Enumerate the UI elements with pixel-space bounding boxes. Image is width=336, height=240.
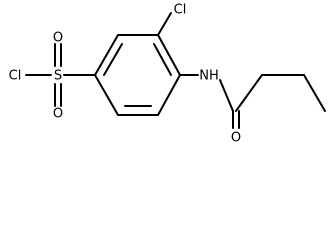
atom-label-oxygen-top: O — [53, 31, 63, 46]
atom-label-cl-sulfonyl: Cl — [9, 69, 22, 84]
bond-ch2-to-ch3 — [303, 74, 326, 112]
atom-label-sulfur: S — [54, 69, 62, 84]
ring-bond-c1-c2 — [94, 34, 119, 76]
atom-label-nh: NH — [199, 69, 219, 84]
atom-label-oxygen-carbonyl: O — [231, 131, 241, 146]
chemical-structure-diagram: Cl S O O Cl NH O — [9, 3, 326, 146]
ring-chlorine-substituent: Cl — [157, 3, 187, 36]
ring-bond-c4-c5 — [157, 74, 181, 116]
ring-double-bond-inner-2 — [153, 43, 172, 76]
bond-nitrogen-to-carbonyl — [219, 79, 234, 112]
atom-label-oxygen-bottom: O — [53, 107, 63, 122]
sulfonyl-chloride-group: Cl S O O — [9, 31, 96, 122]
atom-label-cl-ring: Cl — [174, 3, 187, 18]
bond-ring-to-chlorine — [157, 12, 172, 36]
ring-bond-c3-c4 — [157, 34, 181, 76]
benzene-ring — [94, 34, 181, 116]
ring-double-bond-inner-1 — [103, 43, 123, 76]
ring-bond-c6-c1 — [94, 74, 119, 116]
structure-svg: Cl S O O Cl NH O — [9, 3, 326, 146]
butanamide-chain: NH O — [179, 69, 326, 146]
bond-carbonyl-to-ch2 — [235, 74, 263, 112]
